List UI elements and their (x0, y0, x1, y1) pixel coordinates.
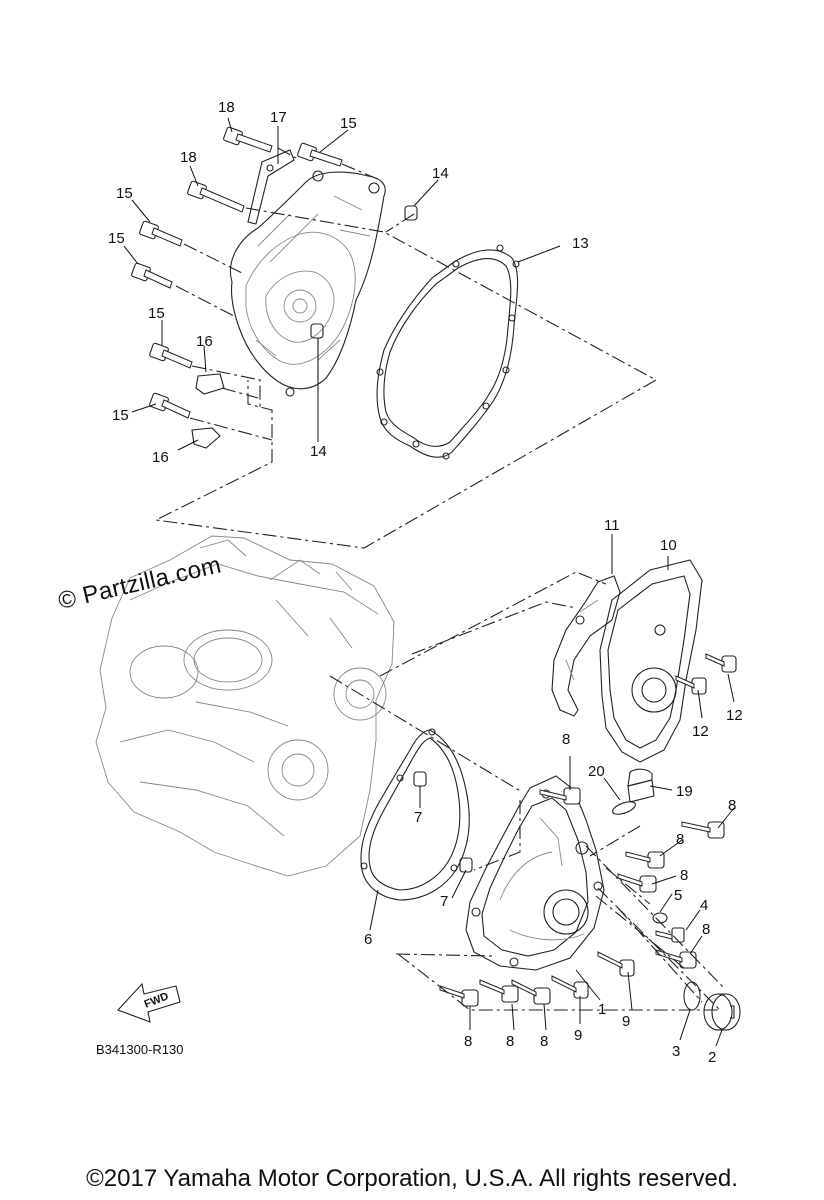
callout-16-top: 16 (196, 333, 213, 350)
callout-14-bottom: 14 (310, 443, 327, 460)
callout-17: 17 (270, 109, 287, 126)
gasket-part-13 (376, 244, 520, 460)
bolt-part-9-bottom (551, 975, 589, 999)
callout-8-bottom-c: 8 (540, 1033, 548, 1050)
dowel-pin-part-14-upper (404, 205, 418, 221)
oil-filler-plug-part-19 (627, 768, 655, 803)
callout-15-top: 15 (340, 115, 357, 132)
dowel-pin-part-14-lower (310, 323, 324, 339)
bolt-part-8-bottom-a (439, 985, 479, 1007)
callout-19: 19 (676, 783, 693, 800)
bolt-part-15-top (297, 142, 343, 167)
callout-20: 20 (588, 763, 605, 780)
callout-11: 11 (604, 517, 620, 534)
callout-2: 2 (708, 1049, 716, 1066)
diagram-reference-code: B341300-R130 (96, 1042, 184, 1057)
o-ring-part-20 (612, 801, 636, 815)
generator-cover-part-1 (465, 775, 605, 971)
dowel-pin-part-7-lower (459, 857, 473, 873)
left-crankcase-cover (230, 170, 386, 397)
callout-9-right: 9 (622, 1013, 630, 1030)
callout-8-mid2: 8 (680, 867, 688, 884)
callout-8-right: 8 (728, 797, 736, 814)
bolt-part-15-b (131, 262, 173, 289)
cover-part-11 (551, 575, 621, 717)
bolt-part-8-top (539, 787, 581, 805)
callout-15-d: 15 (112, 407, 129, 424)
copyright-notice: ©2017 Yamaha Motor Corporation, U.S.A. A… (86, 1165, 738, 1192)
bolt-part-8-bottom-c (511, 979, 551, 1005)
bolt-part-8-right (681, 821, 725, 839)
callout-16-bottom: 16 (152, 449, 169, 466)
bolt-part-8-mid2 (617, 873, 657, 893)
bolt-part-15-a (139, 220, 183, 247)
callout-13: 13 (572, 235, 589, 252)
callout-15-a: 15 (116, 185, 133, 202)
callout-15-b: 15 (108, 230, 125, 247)
bolt-part-18-mid (187, 180, 245, 213)
bracket-part-17 (247, 149, 295, 225)
callout-9-bottom: 9 (574, 1027, 582, 1044)
bolt-part-12-upper (705, 653, 737, 673)
callout-7-upper: 7 (414, 809, 422, 826)
callout-8-top: 8 (562, 731, 570, 748)
o-ring-part-3 (683, 981, 701, 1011)
callout-18-top: 18 (218, 99, 235, 116)
callout-3: 3 (672, 1043, 680, 1060)
bolt-part-9-right (597, 951, 635, 977)
callout-10: 10 (660, 537, 677, 554)
callout-8-lower-right: 8 (702, 921, 710, 938)
callout-1: 1 (598, 1001, 606, 1018)
callout-8-bottom-a: 8 (464, 1033, 472, 1050)
bolt-part-18-top (223, 126, 273, 153)
bolt-part-4 (655, 927, 685, 943)
clamp-part-16-upper (195, 373, 225, 395)
assembly-lines-lower (329, 571, 725, 1011)
cover-part-10 (599, 559, 703, 763)
callout-12-left: 12 (692, 723, 709, 740)
leader-lines (123, 117, 735, 1047)
callout-14-top: 14 (432, 165, 449, 182)
gasket-part-6 (360, 728, 470, 901)
bolt-part-15-c (149, 342, 193, 369)
callout-5: 5 (674, 887, 682, 904)
callout-4: 4 (700, 897, 708, 914)
callout-12-right: 12 (726, 707, 743, 724)
clamp-part-16-lower (191, 427, 221, 449)
callout-6: 6 (364, 931, 372, 948)
bolt-part-12-lower (675, 675, 707, 695)
bolt-part-8-bottom-b (479, 979, 519, 1003)
washer-part-5 (652, 912, 668, 924)
callout-labels: 18 17 15 18 14 15 15 13 15 16 15 14 16 1… (108, 99, 743, 1066)
callout-15-c: 15 (148, 305, 165, 322)
bolt-part-8-mid1 (625, 851, 665, 869)
bolt-part-15-d (149, 392, 191, 419)
engine-crankcase (95, 535, 395, 877)
callout-18-mid: 18 (180, 149, 197, 166)
dowel-pin-part-7-upper (413, 771, 427, 787)
assembly-lines-upper (154, 147, 658, 549)
forward-direction-arrow: FWD (117, 982, 181, 1023)
callout-8-mid1: 8 (676, 831, 684, 848)
callout-7-lower: 7 (440, 893, 448, 910)
callout-8-bottom-b: 8 (506, 1033, 514, 1050)
